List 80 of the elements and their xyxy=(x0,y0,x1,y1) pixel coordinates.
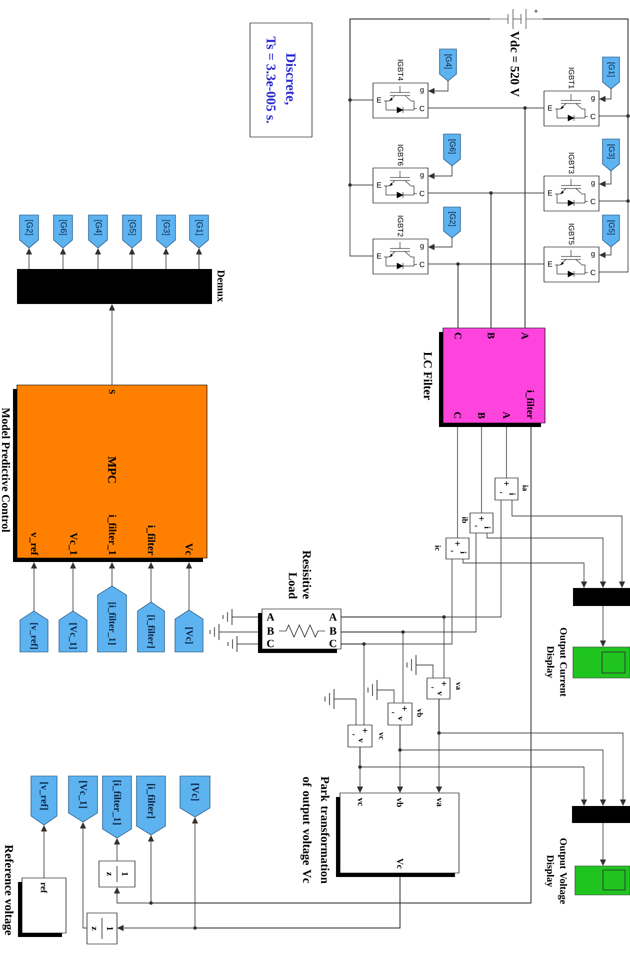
delay-block: 1 z xyxy=(98,860,136,888)
block-label: Demux xyxy=(218,270,224,302)
signal-tag: [G5] xyxy=(602,214,620,248)
block-label: Resisitive Load xyxy=(288,550,312,599)
ground-symbol xyxy=(228,636,238,652)
wire xyxy=(490,192,544,328)
wire xyxy=(340,632,404,704)
signal-tag: [i_filter] xyxy=(136,776,166,836)
arrow xyxy=(512,500,626,588)
wire xyxy=(481,426,482,514)
wire xyxy=(376,690,394,704)
ground-symbol xyxy=(406,654,416,676)
sensor-block: + - v xyxy=(348,724,372,748)
signal-tag: [G5] xyxy=(122,214,142,248)
wire xyxy=(350,18,490,256)
wire xyxy=(232,616,258,618)
block-label: vc xyxy=(379,732,383,740)
arrow xyxy=(400,724,606,806)
signal-tag: [G3] xyxy=(156,214,176,248)
block-label: LC Filter xyxy=(424,352,432,400)
wire xyxy=(416,664,434,678)
block-label: Output Voltage Display xyxy=(544,838,568,904)
wire xyxy=(524,108,544,328)
mux-bar xyxy=(572,806,630,823)
wire xyxy=(506,426,507,478)
signal-tag: [G2] xyxy=(443,206,461,238)
arrow xyxy=(462,558,588,588)
sensor-block: + - v xyxy=(426,678,450,700)
signal-tag: [i_filter] xyxy=(137,602,165,652)
parameter-text: Discrete, xyxy=(284,53,296,105)
block-label: Reference voltage xyxy=(2,844,14,936)
sensor-block: + i - xyxy=(446,538,470,560)
wire xyxy=(340,644,364,726)
signal-tag: [G2] xyxy=(19,214,39,248)
signal-tag: [v_ref] xyxy=(20,610,48,652)
arrow xyxy=(438,698,626,806)
signal-tag: [G1] xyxy=(189,214,209,248)
block-label: ic xyxy=(435,545,441,551)
signal-tag: [G6] xyxy=(443,134,461,166)
block-label: ia xyxy=(522,485,528,491)
ground-symbol xyxy=(222,608,232,626)
wire xyxy=(458,264,544,328)
signal-tag: [v_ref] xyxy=(30,776,58,826)
ground-symbol xyxy=(324,688,334,710)
wire xyxy=(457,426,458,538)
block-label: va xyxy=(456,682,460,690)
parameter-box xyxy=(250,22,312,138)
block-label: Park transformation of output voltage Vc xyxy=(300,776,330,884)
sensor-block: + - v xyxy=(388,702,412,726)
ground-symbol xyxy=(368,680,378,700)
signal-tag: [i_filter_1] xyxy=(102,776,132,838)
mux-bar xyxy=(573,588,630,606)
signal-tag: [G3] xyxy=(602,138,620,172)
signal-tag: [Vc] xyxy=(180,776,210,818)
signal-tag: [G4] xyxy=(88,214,108,248)
signal-tag: [Vc] xyxy=(174,610,204,652)
arrow xyxy=(428,80,448,94)
arrow xyxy=(428,166,452,180)
arrow xyxy=(360,746,588,806)
sensor-block: + i - xyxy=(470,512,494,534)
block-label: Vdc = 520 V xyxy=(510,31,520,97)
block-label: Model Predictive Control xyxy=(2,408,10,532)
arrow xyxy=(428,238,452,250)
signal-tag: [Vc_1] xyxy=(58,610,88,652)
parameter-text: Ts = 3.3e-005 s. xyxy=(266,36,276,123)
block-label: Output Current Display xyxy=(545,628,567,697)
wire xyxy=(334,698,356,726)
signal-tag: [G6] xyxy=(53,214,73,248)
sensor-block: + i - xyxy=(494,478,518,500)
signal-tag: [i_filter_1] xyxy=(97,586,127,652)
ground-symbol xyxy=(210,624,220,640)
signal-tag: [G4] xyxy=(439,48,457,82)
block-label: ib xyxy=(462,516,468,524)
block-label: vb xyxy=(417,708,423,717)
signal-tag: [G1] xyxy=(602,56,620,90)
arrow xyxy=(486,532,606,588)
delay-block: 1 z xyxy=(86,912,118,944)
wire xyxy=(340,616,444,678)
signal-tag: [Vc_1] xyxy=(68,776,98,822)
wire xyxy=(542,18,628,272)
